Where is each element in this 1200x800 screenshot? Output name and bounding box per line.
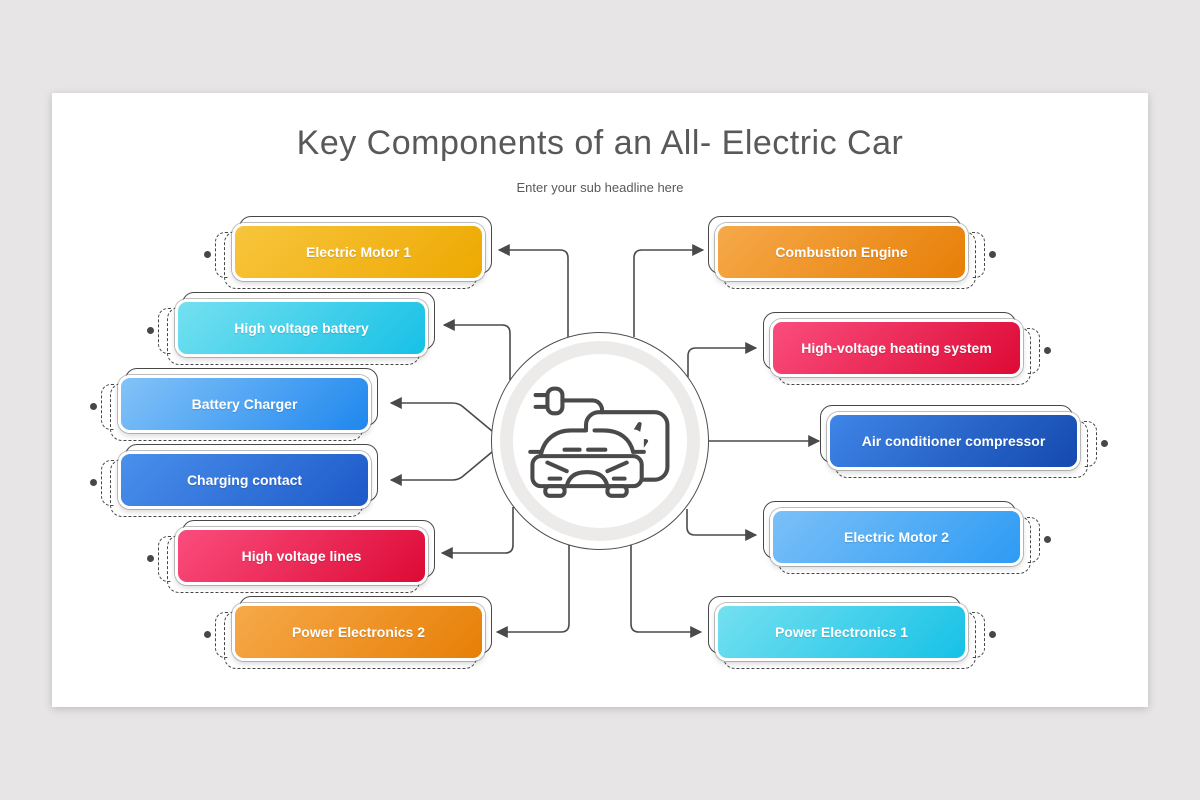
dot-decoration xyxy=(989,251,996,258)
node-label: Air conditioner compressor xyxy=(861,433,1046,449)
node-combustion-engine: Combustion Engine xyxy=(708,216,996,289)
electric-car-icon xyxy=(528,386,670,498)
node-pill: Combustion Engine xyxy=(715,223,968,281)
node-label: Charging contact xyxy=(186,472,303,488)
node-power-electronics-2: Power Electronics 2 xyxy=(204,596,492,669)
dot-decoration xyxy=(1101,440,1108,447)
node-label: Combustion Engine xyxy=(775,244,908,260)
hook-decoration xyxy=(1027,328,1051,374)
hook-decoration xyxy=(1027,517,1051,563)
node-battery-charger: Battery Charger xyxy=(90,368,378,441)
node-power-electronics-1: Power Electronics 1 xyxy=(708,596,996,669)
dot-decoration xyxy=(204,251,211,258)
hook-decoration xyxy=(147,536,171,582)
node-high-voltage-heating-system: High-voltage heating system xyxy=(763,312,1051,385)
node-label: Electric Motor 2 xyxy=(843,529,950,545)
node-pill: Charging contact xyxy=(118,451,371,509)
dot-decoration xyxy=(90,479,97,486)
slide-canvas: Key Components of an All- Electric Car E… xyxy=(52,93,1148,707)
dot-decoration xyxy=(147,327,154,334)
node-pill: Electric Motor 2 xyxy=(770,508,1023,566)
node-pill: Power Electronics 1 xyxy=(715,603,968,661)
hook-decoration xyxy=(90,460,114,506)
hook-decoration xyxy=(972,612,996,658)
center-hub xyxy=(491,332,709,550)
node-pill: Air conditioner compressor xyxy=(827,412,1080,470)
node-label: High voltage battery xyxy=(234,320,369,336)
node-label: Power Electronics 1 xyxy=(774,624,909,640)
node-charging-contact: Charging contact xyxy=(90,444,378,517)
dot-decoration xyxy=(147,555,154,562)
node-pill: High voltage battery xyxy=(175,299,428,357)
hook-decoration xyxy=(147,308,171,354)
dot-decoration xyxy=(204,631,211,638)
node-pill: High-voltage heating system xyxy=(770,319,1023,377)
node-pill: Electric Motor 1 xyxy=(232,223,485,281)
hook-decoration xyxy=(204,232,228,278)
node-label: Electric Motor 1 xyxy=(305,244,412,260)
node-label: Battery Charger xyxy=(191,396,298,412)
node-high-voltage-battery: High voltage battery xyxy=(147,292,435,365)
node-label: High-voltage heating system xyxy=(801,340,992,356)
node-pill: Battery Charger xyxy=(118,375,371,433)
sub-headline: Enter your sub headline here xyxy=(516,180,684,195)
page-title: Key Components of an All- Electric Car xyxy=(296,124,904,162)
node-pill: Power Electronics 2 xyxy=(232,603,485,661)
dot-decoration xyxy=(1044,536,1051,543)
dot-decoration xyxy=(1044,347,1051,354)
node-high-voltage-lines: High voltage lines xyxy=(147,520,435,593)
node-air-conditioner-compressor: Air conditioner compressor xyxy=(820,405,1108,478)
node-label: High voltage lines xyxy=(241,548,362,564)
node-label: Power Electronics 2 xyxy=(291,624,426,640)
hook-decoration xyxy=(90,384,114,430)
hook-decoration xyxy=(1084,421,1108,467)
dot-decoration xyxy=(989,631,996,638)
hook-decoration xyxy=(204,612,228,658)
hook-decoration xyxy=(972,232,996,278)
node-pill: High voltage lines xyxy=(175,527,428,585)
node-electric-motor-1: Electric Motor 1 xyxy=(204,216,492,289)
node-electric-motor-2: Electric Motor 2 xyxy=(763,501,1051,574)
dot-decoration xyxy=(90,403,97,410)
